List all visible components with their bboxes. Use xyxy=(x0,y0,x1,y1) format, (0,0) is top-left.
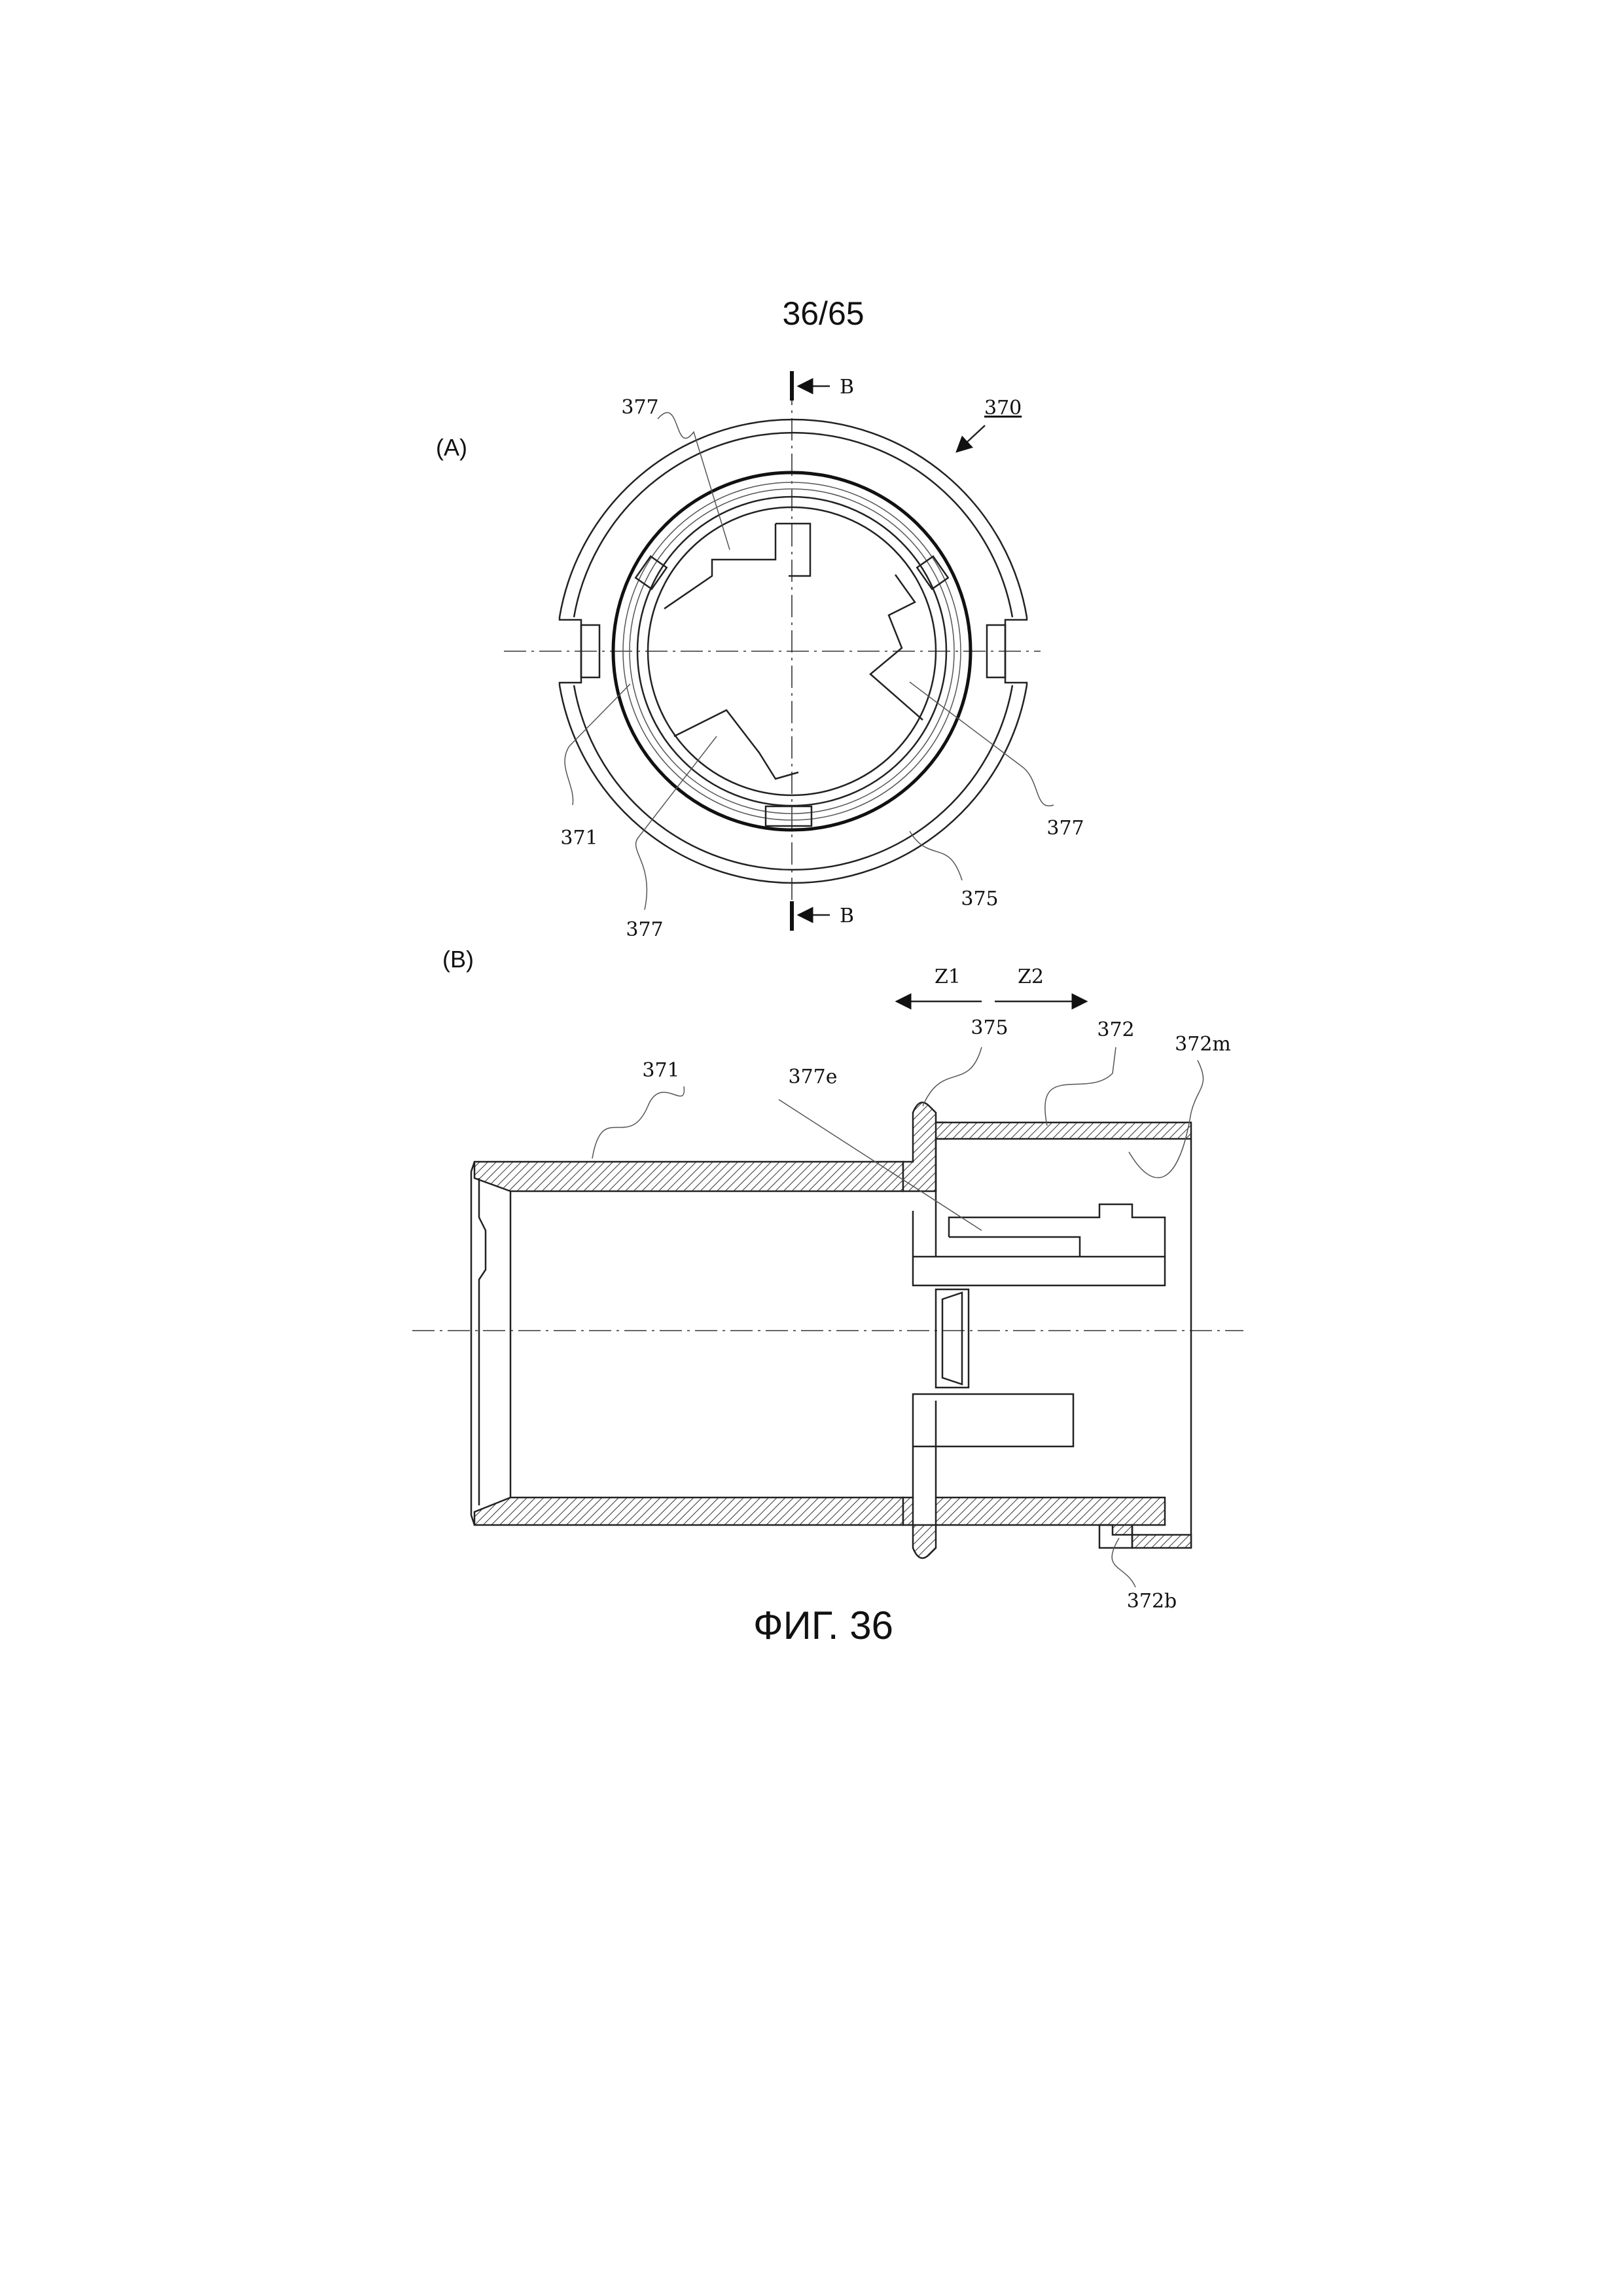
leader-370 xyxy=(955,425,986,453)
tab-377-base-plate xyxy=(912,1255,1166,1287)
tab-377-bottom xyxy=(673,709,799,780)
ring-375-lower-arc xyxy=(558,685,1028,884)
tab-377-top-right xyxy=(776,522,812,577)
label-370: 370 xyxy=(984,397,1022,420)
tab-377-lower-block xyxy=(912,1393,1075,1448)
tab-377-center-block xyxy=(935,1288,970,1389)
rim-slot-upper-left xyxy=(634,555,668,590)
right-notch-tab xyxy=(986,624,1007,679)
view-a-letter: (A) xyxy=(436,434,467,461)
label-372: 372 xyxy=(1097,1018,1134,1041)
leader-372 xyxy=(1044,1047,1116,1126)
label-377-bottom: 377 xyxy=(626,918,663,941)
view-a: (A) B B xyxy=(436,371,1084,941)
leader-377-bottom xyxy=(635,736,717,910)
tab-377-top xyxy=(664,524,777,610)
ring-375-lower-flange xyxy=(902,1496,937,1559)
label-372m: 372m xyxy=(1175,1033,1231,1056)
tab-377-center-bevel xyxy=(941,1291,963,1386)
tube-371-left-end xyxy=(470,1161,476,1526)
leader-375-b xyxy=(922,1047,982,1107)
leader-375-a xyxy=(909,831,963,881)
view-b: (B) Z1 Z2 xyxy=(412,946,1243,1613)
rim-slot-upper-right xyxy=(916,555,950,590)
view-b-letter: (B) xyxy=(442,946,474,973)
tube-372-lower-wall xyxy=(935,1496,1166,1536)
direction-z1-label: Z1 xyxy=(935,965,961,988)
tube-371-lower-wall xyxy=(473,1496,904,1526)
ring-375-upper-flange xyxy=(902,1102,947,1193)
figure-caption: ФИГ. 36 xyxy=(753,1604,893,1647)
tube-371-circle-3 xyxy=(629,488,955,814)
tube-371-end-groove xyxy=(478,1178,487,1505)
tube-372-upper-wall xyxy=(935,1121,1192,1140)
leader-371 xyxy=(564,683,631,806)
label-377e: 377e xyxy=(788,1066,837,1088)
section-b-bottom-label: B xyxy=(840,905,854,927)
tube-371-circle-2 xyxy=(622,482,961,821)
page-number: 36/65 xyxy=(782,295,864,332)
leader-372b xyxy=(1111,1537,1136,1588)
leader-377e xyxy=(778,1099,982,1231)
ring-375-upper-arc xyxy=(558,418,1028,618)
tab-377-upper-step xyxy=(948,1203,1166,1257)
label-377-right: 377 xyxy=(1046,817,1084,840)
ring-375-upper-arc-inner xyxy=(573,431,1014,618)
tab-377e-step xyxy=(949,1236,1081,1257)
tube-371-bore xyxy=(647,506,937,797)
leader-371-b xyxy=(592,1086,685,1159)
label-375-a: 375 xyxy=(961,888,998,910)
label-371: 371 xyxy=(560,827,597,850)
direction-z2-label: Z2 xyxy=(1018,965,1044,988)
bottom-slot-372b xyxy=(1098,1524,1133,1549)
rim-slot-bottom xyxy=(764,805,813,827)
label-375-b: 375 xyxy=(971,1016,1008,1039)
tube-371-upper-wall xyxy=(473,1160,904,1193)
label-371-b: 371 xyxy=(642,1059,679,1082)
tube-372-bottom-lip xyxy=(1131,1534,1192,1549)
leader-377-top xyxy=(657,412,730,550)
section-b-top-label: B xyxy=(840,376,854,399)
tab-377-right xyxy=(869,574,923,721)
ring-375-lower-arc-inner xyxy=(573,685,1014,871)
label-372b: 372b xyxy=(1127,1590,1177,1613)
leader-372m xyxy=(1128,1060,1204,1179)
leader-377-right xyxy=(909,681,1054,807)
left-notch-tab xyxy=(580,624,601,679)
tube-371-outer-circle xyxy=(611,471,972,832)
label-377-top: 377 xyxy=(621,396,658,419)
